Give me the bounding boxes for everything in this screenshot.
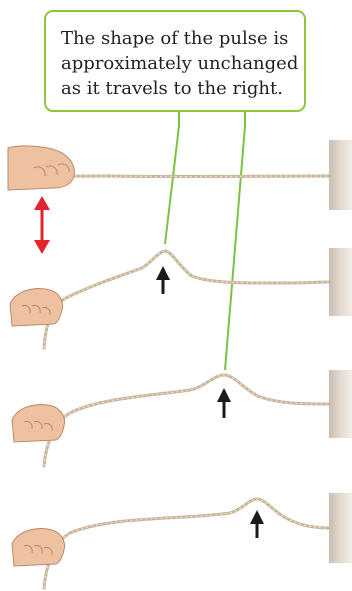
panel-pulse-near-hand bbox=[9, 249, 331, 350]
wall-posts bbox=[329, 140, 352, 563]
hand bbox=[11, 404, 65, 443]
rope bbox=[42, 373, 331, 468]
callout-text-line: The shape of the pulse is bbox=[61, 28, 289, 49]
rope bbox=[42, 497, 331, 590]
callout-pointer-line bbox=[224, 112, 246, 371]
callout-text-line: approximately unchanged bbox=[61, 53, 299, 74]
wall-post bbox=[329, 493, 352, 563]
up-arrow-icon bbox=[250, 510, 264, 538]
panel-pulse-near-wall bbox=[11, 497, 331, 590]
rope bbox=[42, 249, 331, 350]
hand bbox=[9, 288, 63, 327]
up-arrow-icon bbox=[217, 388, 231, 418]
callout-pointers bbox=[164, 112, 246, 371]
panel-pulse-middle bbox=[11, 373, 331, 468]
panel-before-pulse bbox=[7, 145, 331, 254]
hand bbox=[11, 528, 65, 567]
wall-post bbox=[329, 370, 352, 438]
callout-box: The shape of the pulse is approximately … bbox=[44, 10, 306, 112]
callout-pointer-line bbox=[164, 112, 180, 245]
hand bbox=[7, 145, 75, 191]
wall-post bbox=[329, 248, 352, 316]
red-double-arrow-icon bbox=[34, 196, 50, 254]
wall-post bbox=[329, 140, 352, 210]
callout-text-line: as it travels to the right. bbox=[61, 78, 283, 99]
up-arrow-icon bbox=[156, 266, 170, 294]
